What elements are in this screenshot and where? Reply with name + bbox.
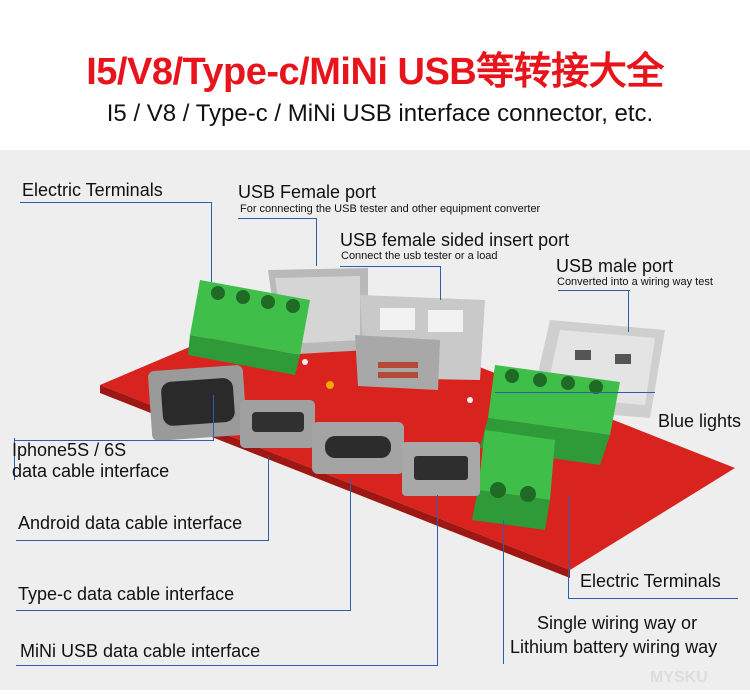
leader-line [213,395,214,441]
leader-line [16,540,268,541]
label-electric-terminals-left: Electric Terminals [22,180,163,200]
mini-usb-port [402,442,480,496]
leader-line [16,610,351,611]
leader-line [16,665,438,666]
label-blue-lights: Blue lights [658,411,742,431]
label-electric-terminals-right: Electric Terminals [580,571,721,591]
page-subtitle: I5 / V8 / Type-c / MiNi USB interface co… [106,100,654,127]
leader-line [495,392,655,393]
led [326,381,334,389]
label-usb-female-port: USB Female port [238,182,377,202]
leader-line [558,290,630,291]
label-single-wiring-line2: Lithium battery wiring way [510,637,718,657]
terminal-block-right-2 [472,430,555,530]
micro-usb-port [240,400,315,448]
leader-line [238,218,316,219]
leader-line [14,438,15,480]
svg-text:MYSKU: MYSKU [650,669,708,686]
leader-line [20,202,212,203]
type-c-port [312,422,404,474]
lightning-port [148,365,247,441]
leader-line [211,202,212,282]
leader-line [503,520,504,664]
page-title: I5/V8/Type-c/MiNi USB等转接大全 [86,51,664,93]
note-usb-male-port: Converted into a wiring way test [557,276,713,288]
label-typec: Type-c data cable interface [18,584,235,604]
product-photo: MYSKU [0,150,750,690]
label-mini-usb: MiNi USB data cable interface [20,641,261,661]
usb-female-sided-port [355,295,485,390]
label-single-wiring-line1: Single wiring way or [537,613,698,633]
label-usb-female-sided: USB female sided insert port [340,230,570,250]
leader-line [628,290,629,332]
leader-line [437,495,438,666]
label-android: Android data cable interface [18,513,243,533]
label-usb-male-port: USB male port [556,256,674,276]
leader-line [316,218,317,266]
leader-line [440,266,441,300]
leader-line [268,455,269,541]
terminal-block-left [188,280,310,375]
pcb-illustration: MYSKU [100,268,735,686]
leader-line [340,266,440,267]
leader-line [14,440,214,441]
leader-line [568,598,738,599]
label-iphone-line1: Iphone5S / 6S [12,440,127,460]
note-usb-female-port: For connecting the USB tester and other … [240,203,541,215]
leader-line [568,495,569,598]
label-iphone-line2: data cable interface [12,461,170,481]
leader-line [350,478,351,611]
note-usb-female-sided: Connect the usb tester or a load [341,250,498,262]
